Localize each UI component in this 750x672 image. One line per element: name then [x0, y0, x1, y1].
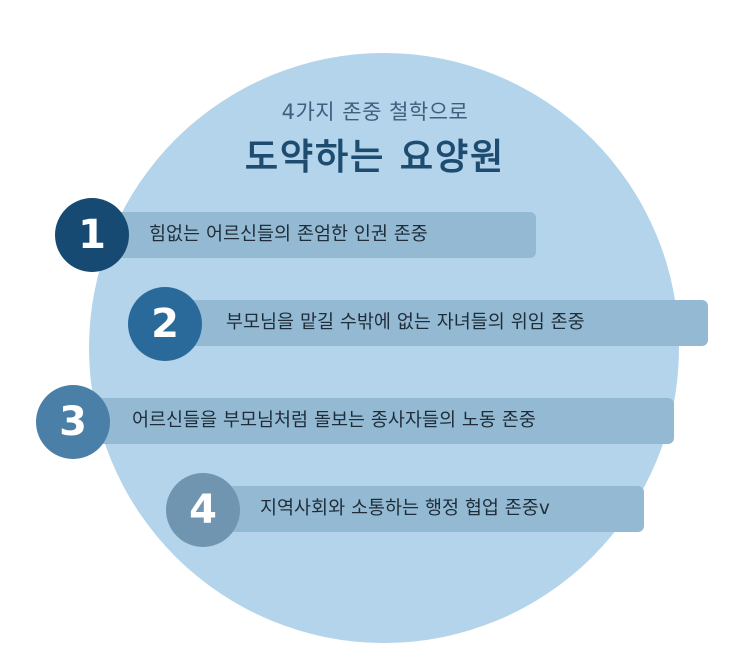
number-badge-4: 4	[166, 473, 240, 547]
number-badge-1: 1	[55, 198, 129, 272]
principle-bar-2: 부모님을 맡길 수밖에 없는 자녀들의 위임 존중	[168, 300, 708, 346]
principle-bar-3: 어르신들을 부모님처럼 돌보는 종사자들의 노동 존중	[76, 398, 674, 444]
number-badge-3: 3	[36, 385, 110, 459]
principle-text-1: 힘없는 어르신들의 존엄한 인권 존중	[149, 224, 428, 245]
subtitle: 4가지 존중 철학으로	[281, 100, 469, 124]
page-title: 도약하는 요양원	[244, 137, 506, 178]
principle-text-2: 부모님을 맡길 수밖에 없는 자녀들의 위임 존중	[226, 312, 585, 333]
principle-text-3: 어르신들을 부모님처럼 돌보는 종사자들의 노동 존중	[132, 410, 536, 431]
principle-bar-1: 힘없는 어르신들의 존엄한 인권 존중	[92, 212, 536, 258]
principle-bar-4: 지역사회와 소통하는 행정 협업 존중v	[200, 486, 644, 532]
number-badge-2: 2	[128, 287, 202, 361]
principle-text-4: 지역사회와 소통하는 행정 협업 존중v	[260, 498, 550, 519]
